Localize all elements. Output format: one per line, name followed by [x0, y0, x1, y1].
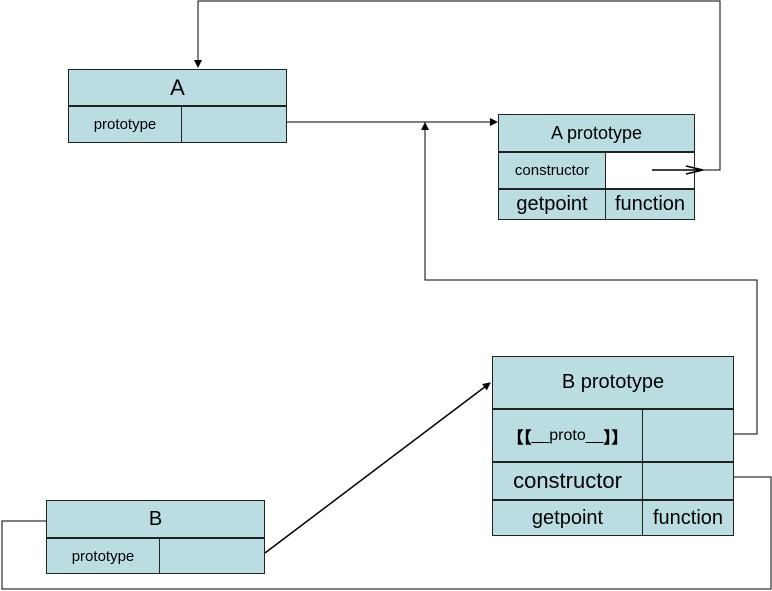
box-a-prototype-constructor-label: constructor: [498, 152, 606, 189]
proto-close-brackets: 】】: [603, 429, 628, 447]
box-b-title: B: [46, 500, 265, 538]
box-b-prototype-getpoint-label: getpoint: [492, 500, 643, 536]
proto-text: __proto__: [531, 426, 604, 444]
box-b-prototype-constructor-label: constructor: [492, 462, 643, 500]
arrow-b-constructor-loop: [1, 476, 772, 590]
box-a-prototype-getpoint-label: getpoint: [498, 189, 606, 220]
arrow-b-prototype-link: [264, 382, 491, 554]
box-a-prototype-getpoint-value: function: [605, 189, 695, 220]
box-b-prototype-value: [159, 538, 265, 574]
box-b-prototype-proto-value: [642, 409, 734, 462]
box-b-prototype-getpoint-value: function: [642, 500, 734, 536]
box-a-prototype-title: A prototype: [498, 114, 695, 152]
box-a-prototype-constructor-value: [605, 152, 695, 189]
box-a-prototype-value: [181, 106, 287, 143]
box-b-prototype-proto-label: 【【__proto__】】: [492, 409, 643, 462]
box-a-prototype-label: prototype: [68, 106, 182, 143]
box-b-prototype-title: B prototype: [492, 356, 734, 409]
box-b-prototype-constructor-value: [642, 462, 734, 500]
box-a-title: A: [68, 69, 287, 106]
arrow-b-proto-link: [421, 122, 758, 435]
box-b-prototype-label: prototype: [46, 538, 160, 574]
proto-open-brackets: 【【: [507, 429, 532, 447]
